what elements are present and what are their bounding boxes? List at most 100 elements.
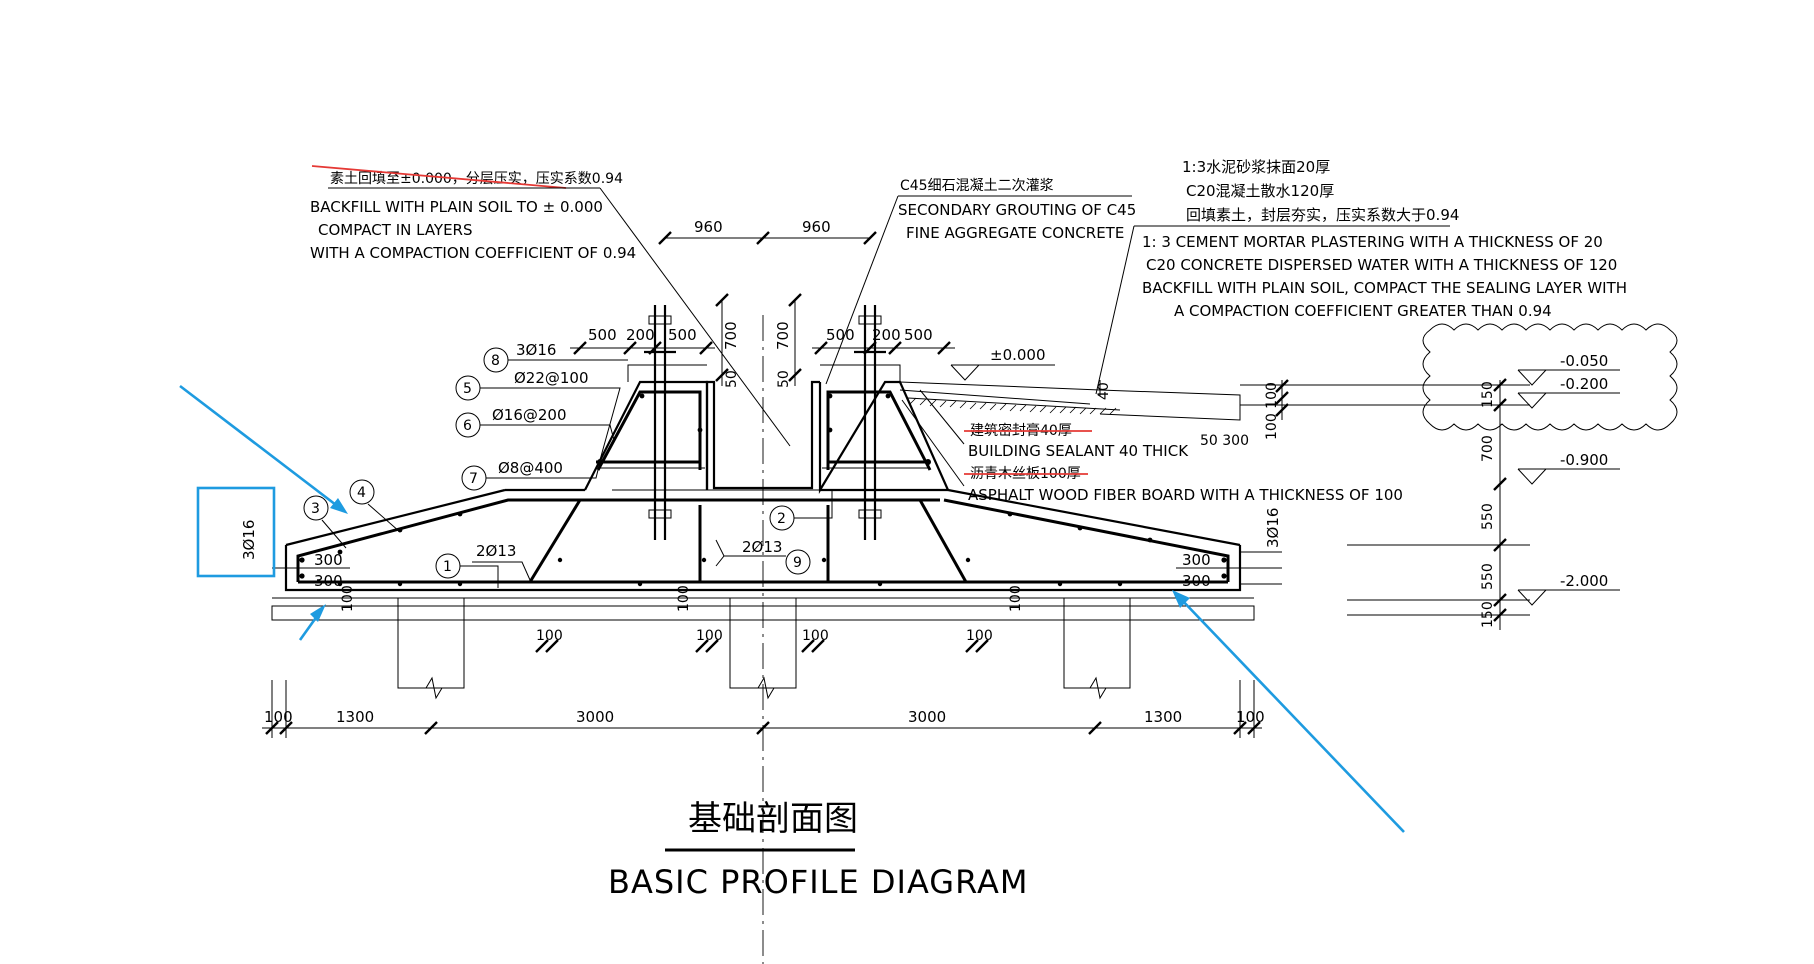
dim-100-v3: 100 xyxy=(1008,585,1024,612)
slab-end-dims: 300 300 300 300 3Ø16 3Ø16 xyxy=(240,508,1282,590)
blue-annotations xyxy=(179,384,1405,833)
note-surface-en-4: A COMPACTION COEFFICIENT GREATER THAN 0.… xyxy=(1174,302,1552,320)
slab-small-dims: 100 100 100 100 100 100 100 xyxy=(340,585,1024,653)
dim-100-right: 100 xyxy=(1236,708,1265,726)
dim-3000-right: 3000 xyxy=(908,708,946,726)
note-board-en: ASPHALT WOOD FIBER BOARD WITH A THICKNES… xyxy=(968,486,1403,504)
elevation-markers-right: -0.050 -0.200 -0.900 -2.000 150 700 550 … xyxy=(1240,323,1678,630)
svg-text:2Ø13: 2Ø13 xyxy=(742,538,782,556)
dim-v550a: 550 xyxy=(1480,503,1496,530)
note-sealant-en: BUILDING SEALANT 40 THICK xyxy=(968,442,1189,460)
dim-v700: 700 xyxy=(1480,435,1496,462)
blue-arrow-right xyxy=(1179,597,1405,833)
note-surface-en-1: 1: 3 CEMENT MORTAR PLASTERING WITH A THI… xyxy=(1142,233,1603,251)
elevation-neg0200: -0.200 xyxy=(1560,375,1608,393)
rebar-tag-7: 7 Ø8@400 xyxy=(461,459,601,491)
note-grout-en-1: SECONDARY GROUTING OF C45 xyxy=(898,201,1136,219)
dim-100-left: 100 xyxy=(264,708,293,726)
note-backfill: 素土回填至±0.000，分层压实，压实系数0.94 BACKFILL WITH … xyxy=(310,165,791,447)
dim-100-s1: 100 xyxy=(536,628,563,644)
dim-200-a: 200 xyxy=(626,326,655,344)
svg-text:Ø16@200: Ø16@200 xyxy=(492,406,567,424)
rebar-tag-9: 9 2Ø13 xyxy=(715,538,811,575)
svg-text:8: 8 xyxy=(491,353,500,369)
svg-text:Ø8@400: Ø8@400 xyxy=(498,459,563,477)
dim-1300-left: 1300 xyxy=(336,708,374,726)
svg-text:1: 1 xyxy=(443,559,452,575)
dim-100-s4: 100 xyxy=(966,628,993,644)
dim-100-s2: 100 xyxy=(696,628,723,644)
elevation-neg2000: -2.000 xyxy=(1560,572,1608,590)
highlight-box xyxy=(196,486,276,578)
dim-500-c: 500 xyxy=(826,326,855,344)
dim-50-300: 50 300 xyxy=(1200,433,1249,449)
note-surface-cn-1: 1:3水泥砂浆抹面20厚 xyxy=(1182,158,1330,176)
dim-100-v2: 100 xyxy=(676,585,692,612)
dim-300-r1: 300 xyxy=(1182,551,1211,569)
rebar-side-left-spec: 3Ø16 xyxy=(240,520,258,560)
dim-v150b: 150 xyxy=(1480,601,1496,628)
note-surface-cn-3: 回填素土，封层夯实，压实系数大于0.94 xyxy=(1186,206,1459,224)
dim-1300-right: 1300 xyxy=(1144,708,1182,726)
note-surface-cn-2: C20混凝土散水120厚 xyxy=(1186,182,1334,200)
dim-300-r2: 300 xyxy=(1182,572,1211,590)
note-backfill-en-1: BACKFILL WITH PLAIN SOIL TO ± 0.000 xyxy=(310,198,603,216)
svg-text:Ø22@100: Ø22@100 xyxy=(514,369,589,387)
dim-100-s3: 100 xyxy=(802,628,829,644)
svg-text:6: 6 xyxy=(463,418,472,434)
rebar-tag-8: 8 3Ø16 xyxy=(483,341,628,373)
dim-500-d: 500 xyxy=(904,326,933,344)
dim-v150a: 150 xyxy=(1480,381,1496,408)
bottom-dimensions: 100 1300 3000 3000 1300 100 xyxy=(262,680,1265,738)
rebar-side-right-spec: 3Ø16 xyxy=(1264,508,1282,548)
dim-v550b: 550 xyxy=(1480,563,1496,590)
title-cn: 基础剖面图 xyxy=(688,799,858,839)
dim-500-a: 500 xyxy=(588,326,617,344)
dim-300-l2: 300 xyxy=(314,572,343,590)
dim-100-v1: 100 xyxy=(340,585,356,612)
dim-960-left: 960 xyxy=(694,218,723,236)
blue-arrow-top-left xyxy=(179,384,341,510)
rebar-tag-4: 4 xyxy=(349,479,401,533)
note-surface: 1:3水泥砂浆抹面20厚 C20混凝土散水120厚 回填素土，封层夯实，压实系数… xyxy=(1095,158,1627,395)
svg-text:3Ø16: 3Ø16 xyxy=(516,341,556,359)
rebar-tag-6: 6 Ø16@200 xyxy=(455,406,615,441)
dim-50-left: 50 xyxy=(724,370,740,388)
diagram-title: 基础剖面图 BASIC PROFILE DIAGRAM xyxy=(608,799,1029,901)
elevation-0: ±0.000 xyxy=(990,346,1046,364)
lean-concrete-and-piles xyxy=(271,597,1255,700)
svg-text:2: 2 xyxy=(777,511,786,527)
title-en: BASIC PROFILE DIAGRAM xyxy=(608,863,1029,901)
dim-200-b: 200 xyxy=(872,326,901,344)
ground-surface: ±0.000 xyxy=(899,346,1241,421)
note-sealant-board: 建筑密封膏40厚 BUILDING SEALANT 40 THICK 沥青木丝板… xyxy=(901,389,1403,504)
elevation-neg0050: -0.050 xyxy=(1560,352,1608,370)
dim-50-right: 50 xyxy=(776,370,792,388)
dim-100-100: 100 100 xyxy=(1264,382,1280,440)
svg-text:4: 4 xyxy=(357,485,366,501)
dim-700-left: 700 xyxy=(722,321,740,350)
rebar-tag-1: 1 2Ø13 xyxy=(435,542,531,588)
rebar-tag-3: 3 xyxy=(303,495,347,549)
rebar-tag-5: 5 Ø22@100 xyxy=(455,369,621,461)
note-backfill-cn: 素土回填至±0.000，分层压实，压实系数0.94 xyxy=(330,171,623,187)
note-surface-en-3: BACKFILL WITH PLAIN SOIL, COMPACT THE SE… xyxy=(1142,279,1627,297)
rebar-tags: 8 3Ø16 5 Ø22@100 6 Ø16@200 7 Ø8@400 3 xyxy=(303,341,833,588)
dim-3000-left: 3000 xyxy=(576,708,614,726)
rebar-tag-2: 2 xyxy=(769,490,833,531)
dim-960-right: 960 xyxy=(802,218,831,236)
top-dimensions: 960 960 500 200 500 500 200 500 700 700 … xyxy=(570,218,955,388)
dim-300-l1: 300 xyxy=(314,551,343,569)
note-surface-en-2: C20 CONCRETE DISPERSED WATER WITH A THIC… xyxy=(1146,256,1617,274)
note-grouting: C45细石混凝土二次灌浆 SECONDARY GROUTING OF C45 F… xyxy=(825,178,1136,385)
note-backfill-en-2: COMPACT IN LAYERS xyxy=(318,221,473,239)
svg-text:5: 5 xyxy=(463,381,472,397)
dim-500-b: 500 xyxy=(668,326,697,344)
dim-40: 40 xyxy=(1096,382,1112,400)
note-grout-cn: C45细石混凝土二次灌浆 xyxy=(900,178,1054,194)
svg-text:2Ø13: 2Ø13 xyxy=(476,542,516,560)
svg-text:7: 7 xyxy=(469,471,478,487)
svg-text:9: 9 xyxy=(793,555,802,571)
dim-700-right: 700 xyxy=(774,321,792,350)
